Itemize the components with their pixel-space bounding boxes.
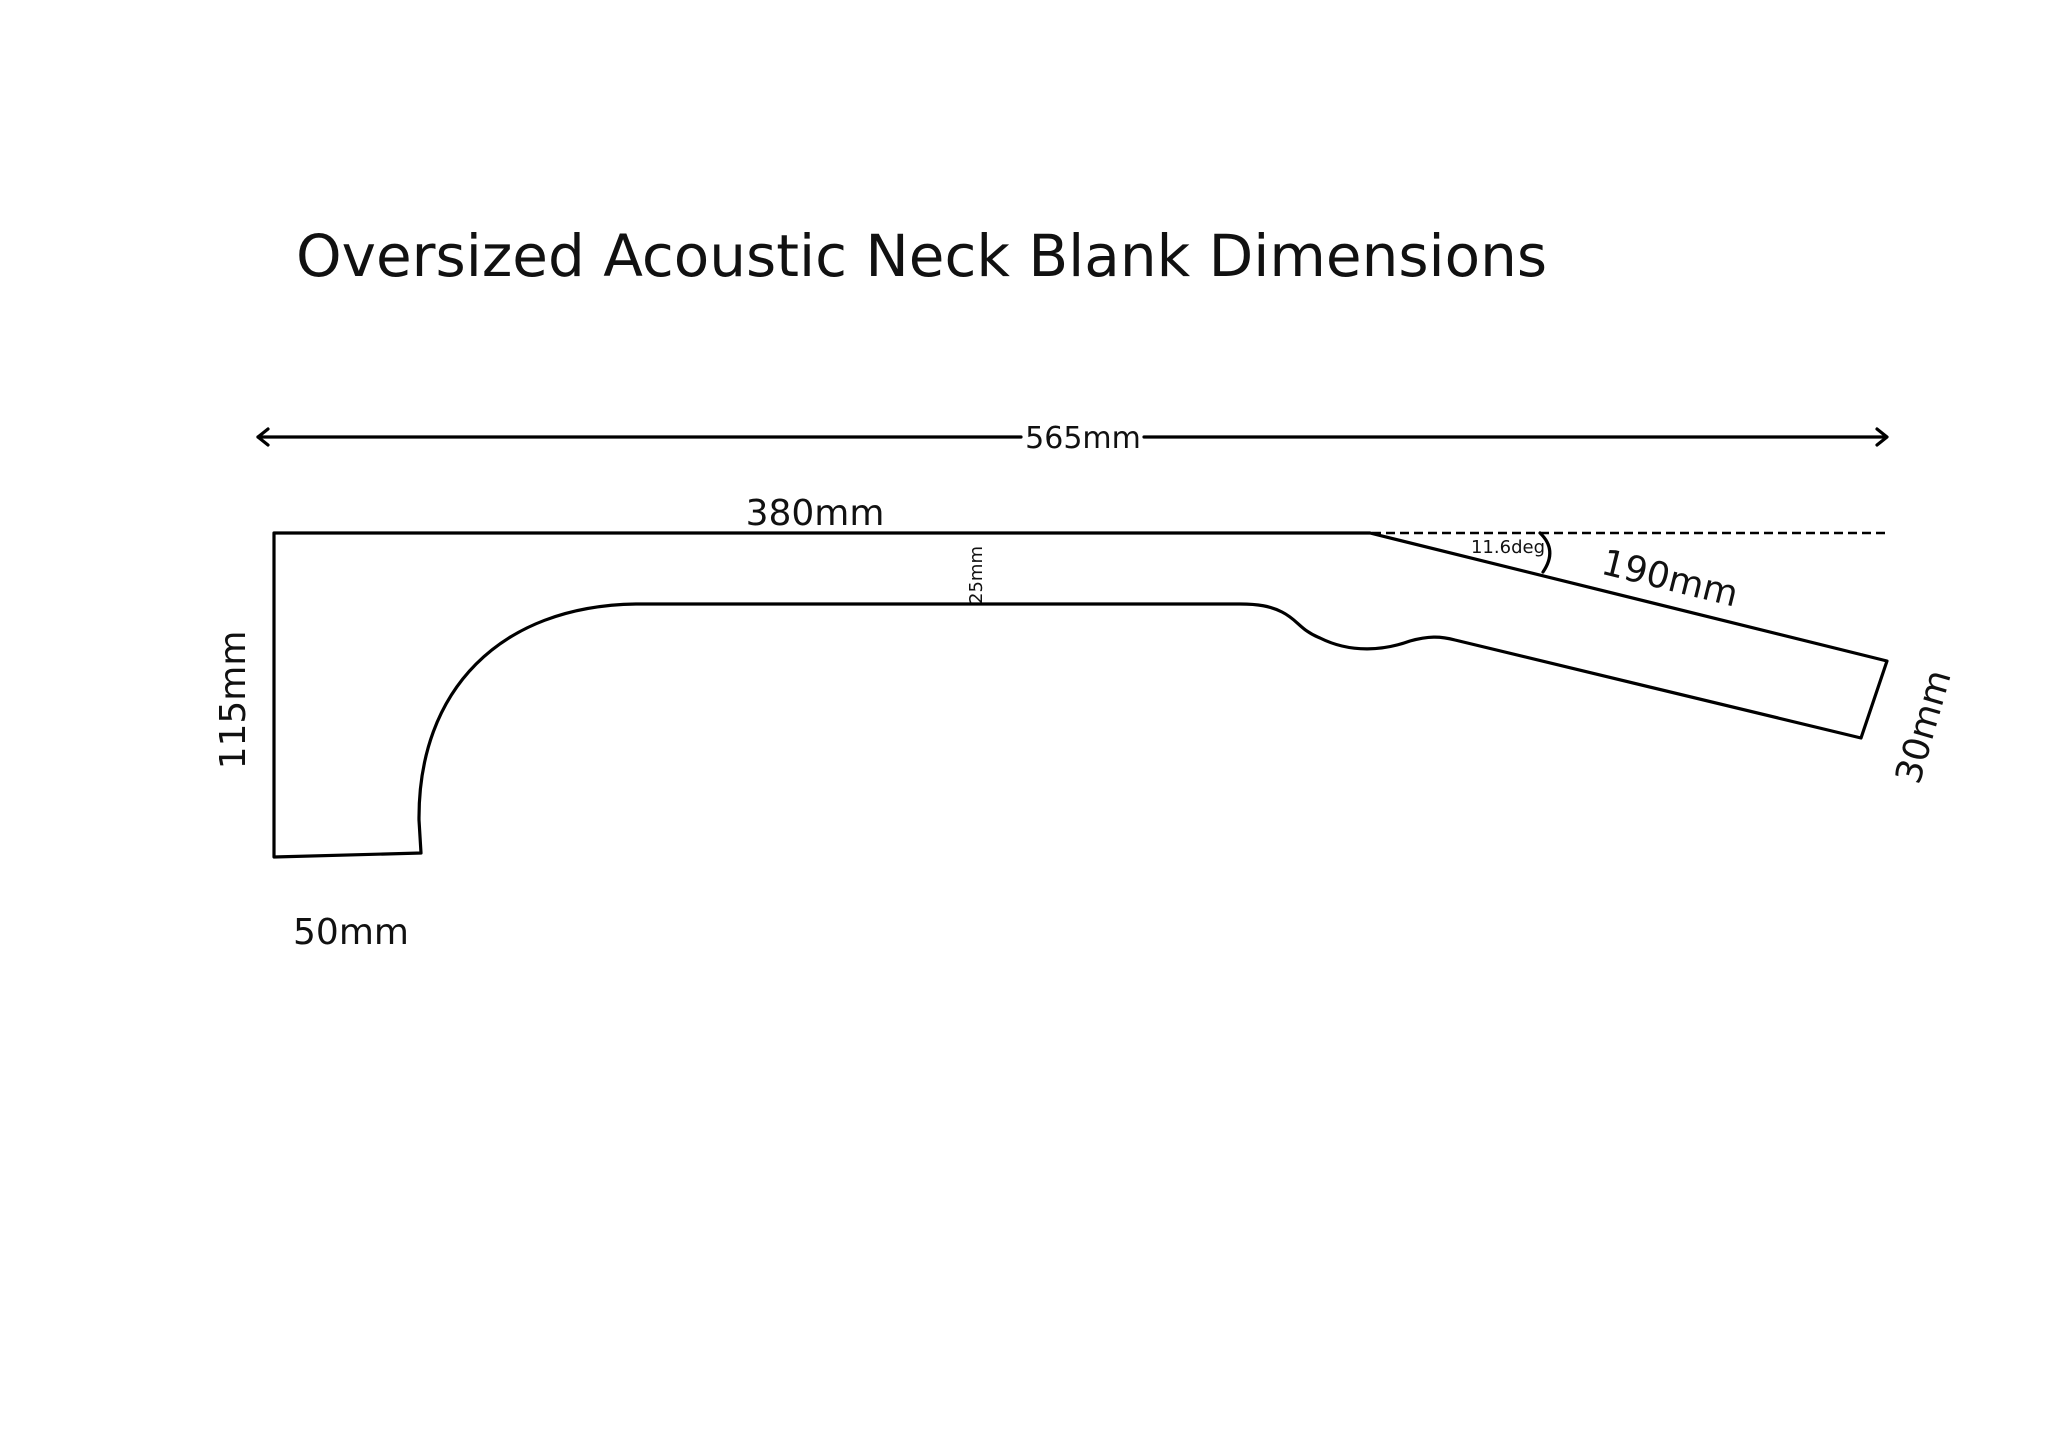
diagram-title: Oversized Acoustic Neck Blank Dimensions xyxy=(296,222,1547,290)
headstock-angle-label: 11.6deg xyxy=(1471,537,1545,558)
neck-blank-outline xyxy=(272,531,1889,859)
heel-width-label: 50mm xyxy=(293,912,409,953)
overall-length-label: 565mm xyxy=(1025,421,1141,456)
arrow-left-head-icon xyxy=(256,427,270,447)
angle-arc-icon xyxy=(1538,531,1552,574)
overall-length-arrow-icon xyxy=(256,427,1889,447)
heel-height-label: 115mm xyxy=(213,631,254,770)
neck-thickness-label: 25mm xyxy=(966,546,987,604)
neck-length-label: 380mm xyxy=(746,493,885,534)
headstock-thickness-label: 30mm xyxy=(1888,665,1959,788)
arrow-right-head-icon xyxy=(1875,427,1889,447)
headstock-length-label: 190mm xyxy=(1597,542,1742,615)
